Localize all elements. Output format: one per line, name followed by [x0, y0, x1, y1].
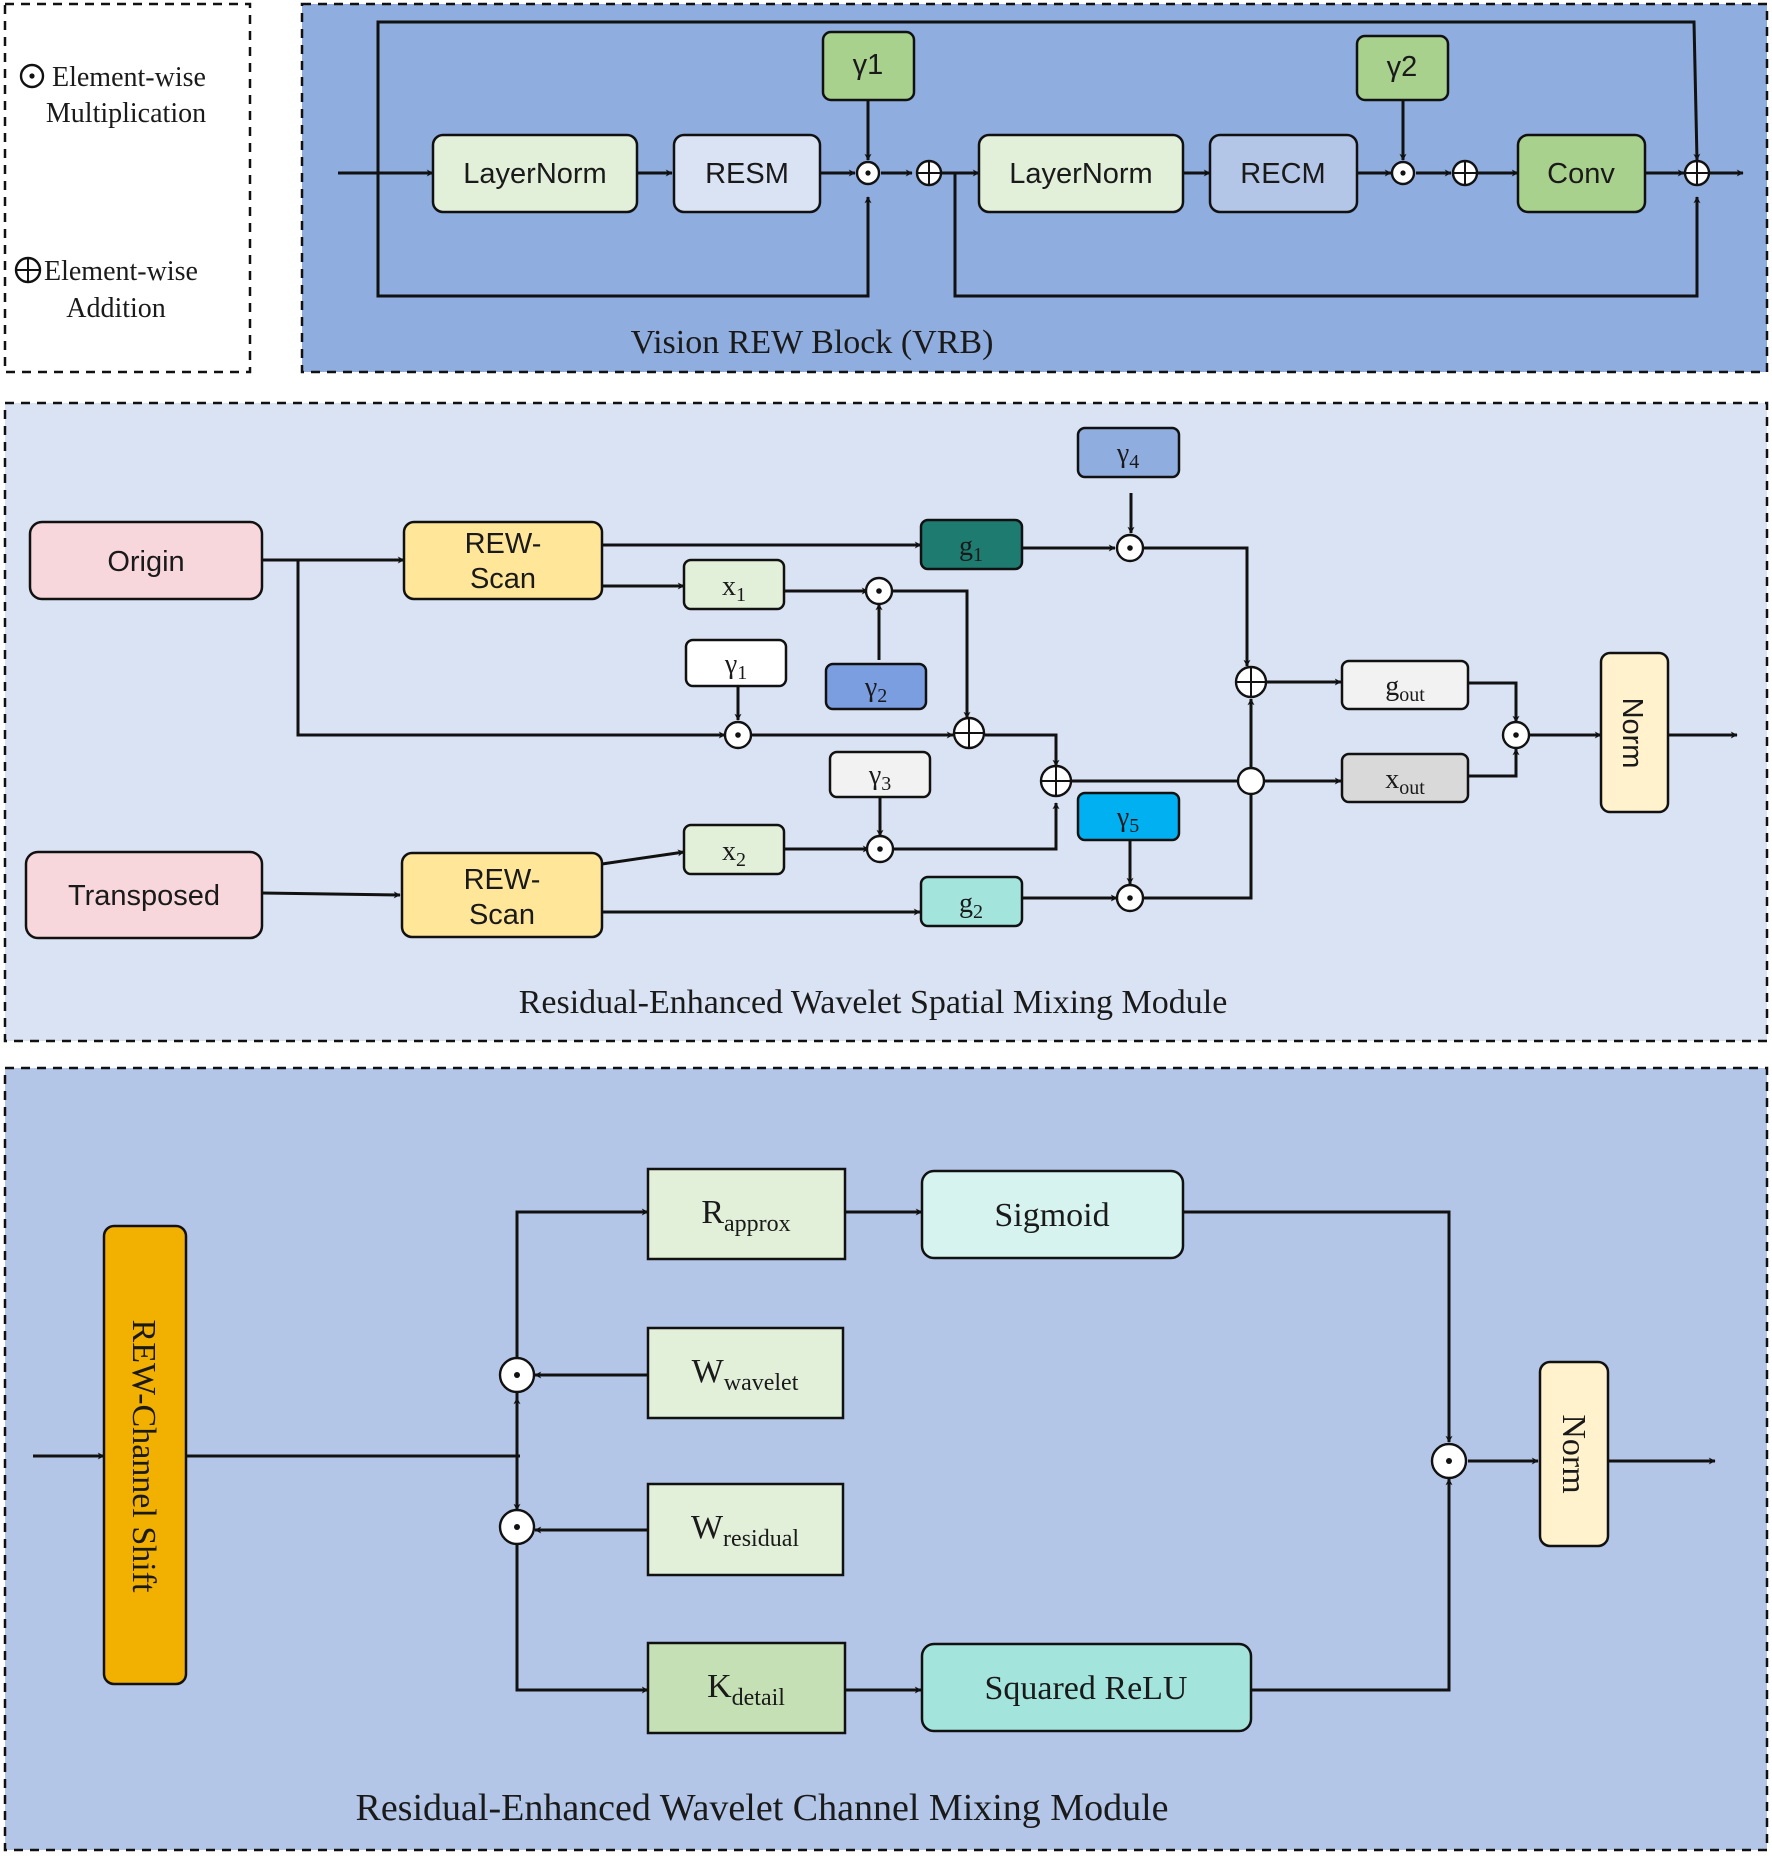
channel-w-wavelet: Wwavelet: [692, 1353, 799, 1396]
vrb-resm: RESM: [705, 158, 789, 190]
spatial-gamma4: γ4: [1116, 438, 1139, 473]
legend-add-line2: Addition: [66, 293, 166, 324]
spatial-split-node: [1236, 766, 1266, 796]
spatial-gamma1: γ1: [724, 649, 747, 684]
vrb-layernorm-1: LayerNorm: [463, 158, 606, 190]
spatial-transposed: Transposed: [68, 880, 220, 912]
vrb-conv: Conv: [1547, 158, 1615, 190]
spatial-mult-gamma1: [723, 720, 753, 750]
channel-w-residual: Wresidual: [691, 1509, 799, 1552]
channel-caption: Residual-Enhanced Wavelet Channel Mixing…: [355, 1787, 1168, 1829]
spatial-add-3: [1234, 665, 1268, 699]
channel-squared-relu: Squared ReLU: [984, 1670, 1187, 1707]
vrb-add-op-3: [1683, 159, 1711, 187]
vrb-add-op-2: [1451, 159, 1479, 187]
spatial-mixing-panel: Origin Transposed REW- Scan REW- Scan g1…: [3, 401, 1769, 1043]
channel-norm: Norm: [1555, 1414, 1592, 1493]
spatial-mult-g1: [1115, 533, 1145, 563]
spatial-rew-scan-2-line1: REW-: [464, 864, 541, 896]
channel-mixing-panel: REW-Channel Shift Rapprox Wwavelet Wresi…: [3, 1066, 1769, 1852]
spatial-mult-x1: [864, 576, 894, 606]
channel-r-approx: Rapprox: [701, 1194, 790, 1237]
legend-mult-line2: Multiplication: [46, 98, 206, 129]
spatial-gamma3: γ3: [868, 760, 891, 795]
spatial-add-2: [1039, 764, 1073, 798]
spatial-x-out: xout: [1385, 764, 1425, 799]
spatial-norm: Norm: [1616, 698, 1648, 769]
vrb-gamma-2: γ2: [1387, 51, 1418, 83]
legend-mult-line1: Element-wise: [52, 62, 206, 93]
spatial-mult-out: [1501, 720, 1531, 750]
spatial-rew-scan-1-line2: Scan: [470, 563, 536, 595]
channel-k-detail: Kdetail: [707, 1668, 785, 1711]
spatial-x2: x2: [722, 836, 746, 871]
channel-rew-channel-shift: REW-Channel Shift: [125, 1320, 162, 1593]
spatial-rew-scan-2-line2: Scan: [469, 899, 535, 931]
spatial-g1: g1: [959, 531, 983, 566]
spatial-gamma2: γ2: [864, 672, 887, 707]
vrb-mult-op-2: [1390, 160, 1416, 186]
legend-panel: Element-wise Multiplication Element-wise…: [3, 2, 252, 374]
spatial-mult-x2: [865, 834, 895, 864]
channel-mult-out: [1430, 1442, 1468, 1480]
vrb-mult-op-1: [855, 160, 881, 186]
vrb-gamma-1: γ1: [853, 49, 884, 81]
spatial-rew-scan-1-line1: REW-: [465, 528, 542, 560]
channel-sigmoid: Sigmoid: [994, 1197, 1109, 1234]
vrb-recm: RECM: [1240, 158, 1325, 190]
vrb-layernorm-2: LayerNorm: [1009, 158, 1152, 190]
spatial-origin: Origin: [107, 546, 184, 578]
spatial-g-out: gout: [1385, 671, 1425, 706]
legend-add-line1: Element-wise: [44, 256, 198, 287]
spatial-x1: x1: [722, 571, 746, 606]
spatial-g2: g2: [959, 888, 983, 923]
vrb-caption: Vision REW Block (VRB): [631, 324, 994, 361]
vrb-panel: LayerNorm RESM γ1 LayerNorm RECM γ2 Conv…: [300, 2, 1769, 374]
spatial-gamma5: γ5: [1116, 802, 1139, 837]
channel-mult-residual: [498, 1508, 536, 1546]
channel-mult-wavelet: [498, 1356, 536, 1394]
spatial-add-1: [952, 716, 986, 750]
spatial-caption: Residual-Enhanced Wavelet Spatial Mixing…: [519, 984, 1228, 1021]
spatial-mult-g2: [1115, 883, 1145, 913]
vrb-add-op-1: [915, 159, 943, 187]
